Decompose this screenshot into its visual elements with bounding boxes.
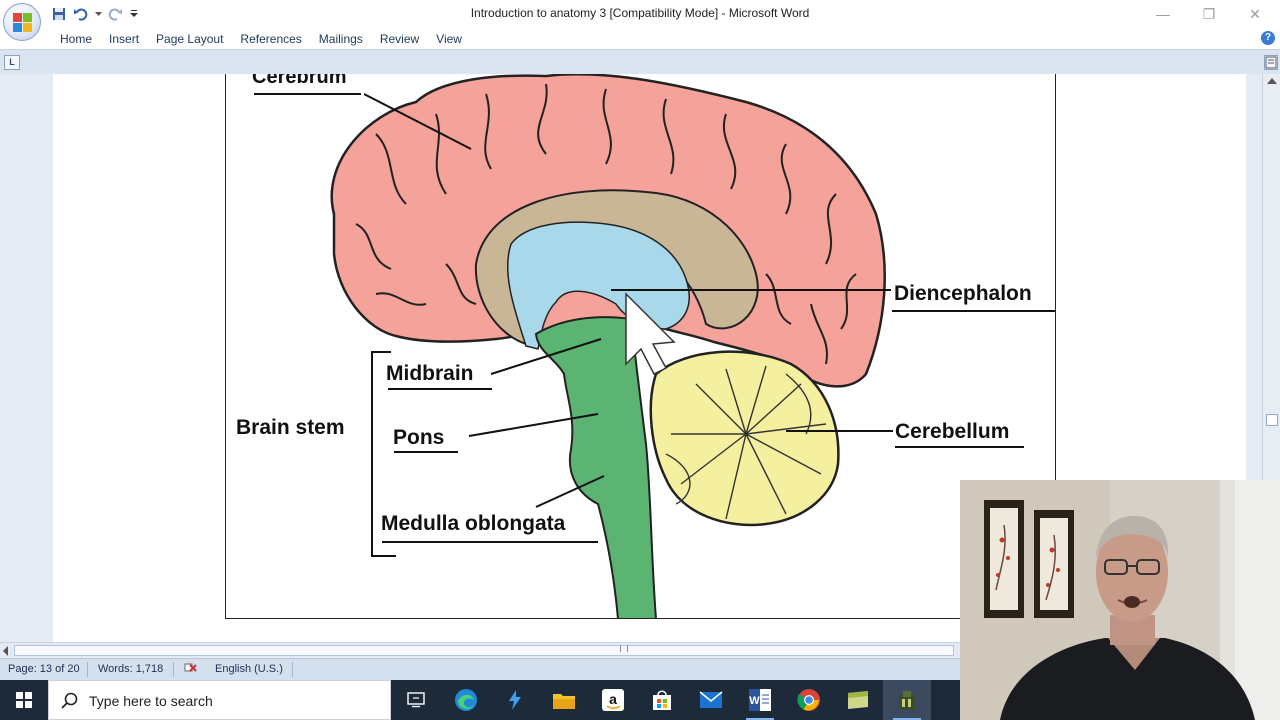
label-cerebellum: Cerebellum — [895, 420, 1010, 443]
ruler-row: L — [0, 51, 1280, 73]
minimize-icon: — — [1156, 6, 1170, 22]
label-medulla-oblongata: Medulla oblongata — [381, 512, 566, 535]
app-bolt-icon[interactable] — [491, 680, 539, 720]
save-icon[interactable] — [50, 5, 68, 23]
mouse-pointer-icon — [625, 292, 676, 376]
scroll-grip — [620, 645, 628, 652]
language-status[interactable]: English (U.S.) — [215, 663, 283, 675]
start-button[interactable] — [0, 680, 48, 720]
minimize-button[interactable]: — — [1140, 0, 1186, 28]
tab-page-layout[interactable]: Page Layout — [156, 32, 224, 46]
label-pons: Pons — [393, 426, 445, 449]
presenter-video — [960, 480, 1280, 720]
search-icon — [61, 692, 78, 709]
cerebrum-leader — [363, 93, 472, 150]
app-dark-icon[interactable] — [883, 680, 931, 720]
label-midbrain: Midbrain — [386, 362, 474, 385]
file-explorer-icon[interactable] — [540, 680, 588, 720]
medulla-leader — [535, 475, 605, 508]
vertical-scroll-thumb[interactable] — [1266, 414, 1278, 426]
redo-icon[interactable] — [106, 5, 124, 23]
label-cerebrum: Cerebrum — [252, 74, 347, 88]
task-view-icon[interactable] — [392, 680, 440, 720]
document-page[interactable]: Cerebrum Diencephalon Midbrain Brain ste… — [53, 74, 1246, 642]
webcam-overlay — [960, 480, 1280, 720]
svg-text:W: W — [749, 695, 760, 707]
search-placeholder: Type here to search — [89, 693, 213, 709]
window-title: Introduction to anatomy 3 [Compatibility… — [470, 6, 810, 20]
tab-selector-button[interactable]: L — [4, 55, 20, 70]
scroll-up-icon[interactable] — [1267, 78, 1277, 84]
chrome-icon[interactable] — [785, 680, 833, 720]
brain-diagram: Cerebrum Diencephalon Midbrain Brain ste… — [225, 74, 1056, 619]
page-count[interactable]: Page: 13 of 20 — [8, 663, 80, 675]
store-icon[interactable] — [638, 680, 686, 720]
title-bar: Introduction to anatomy 3 [Compatibility… — [0, 0, 1280, 28]
quick-access-toolbar — [50, 5, 140, 23]
close-button[interactable]: ✕ — [1232, 0, 1278, 28]
tab-view[interactable]: View — [436, 32, 462, 46]
view-ruler-button[interactable] — [1264, 55, 1278, 70]
windows-icon — [16, 692, 32, 708]
status-divider — [87, 662, 88, 677]
status-divider — [173, 662, 174, 677]
label-diencephalon: Diencephalon — [894, 282, 1032, 305]
edge-icon[interactable] — [442, 680, 490, 720]
tab-home[interactable]: Home — [60, 32, 93, 46]
tab-insert[interactable]: Insert — [109, 32, 140, 46]
undo-dropdown-icon[interactable] — [94, 5, 102, 23]
undo-icon[interactable] — [72, 5, 90, 23]
ribbon-tabs: Home Insert Page Layout References Maili… — [0, 28, 1280, 50]
mail-icon[interactable] — [687, 680, 735, 720]
office-logo-icon — [13, 13, 33, 33]
pons-leader — [468, 413, 599, 437]
close-icon: ✕ — [1249, 5, 1261, 22]
amazon-icon[interactable]: a — [589, 680, 637, 720]
help-icon[interactable]: ? — [1261, 31, 1275, 45]
tab-references[interactable]: References — [240, 32, 302, 46]
office-button[interactable] — [3, 3, 41, 41]
horizontal-scrollbar[interactable] — [0, 642, 960, 658]
status-divider — [292, 662, 293, 677]
taskbar-search[interactable]: Type here to search — [48, 680, 391, 720]
tab-review[interactable]: Review — [379, 32, 420, 46]
brainstem-bracket — [371, 351, 396, 557]
word-count[interactable]: Words: 1,718 — [98, 663, 164, 675]
label-brain-stem: Brain stem — [236, 416, 345, 439]
word-icon[interactable]: W — [736, 680, 784, 720]
document-area[interactable]: Cerebrum Diencephalon Midbrain Brain ste… — [0, 74, 1262, 642]
proofing-icon[interactable] — [183, 662, 199, 679]
app-green-icon[interactable] — [834, 680, 882, 720]
horizontal-scroll-thumb[interactable] — [14, 645, 954, 656]
taskbar: Type here to search a W — [0, 680, 960, 720]
status-bar: Page: 13 of 20 Words: 1,718 English (U.S… — [0, 658, 960, 680]
tab-mailings[interactable]: Mailings — [318, 32, 363, 46]
brain-illustration — [254, 74, 1055, 618]
svg-text:a: a — [609, 691, 617, 707]
scroll-left-icon[interactable] — [3, 646, 8, 656]
brainstem-shape — [534, 316, 657, 618]
restore-button[interactable]: ❐ — [1186, 0, 1232, 28]
restore-icon: ❐ — [1202, 5, 1216, 22]
customize-qat-icon[interactable] — [128, 5, 140, 23]
midbrain-leader — [490, 338, 602, 375]
